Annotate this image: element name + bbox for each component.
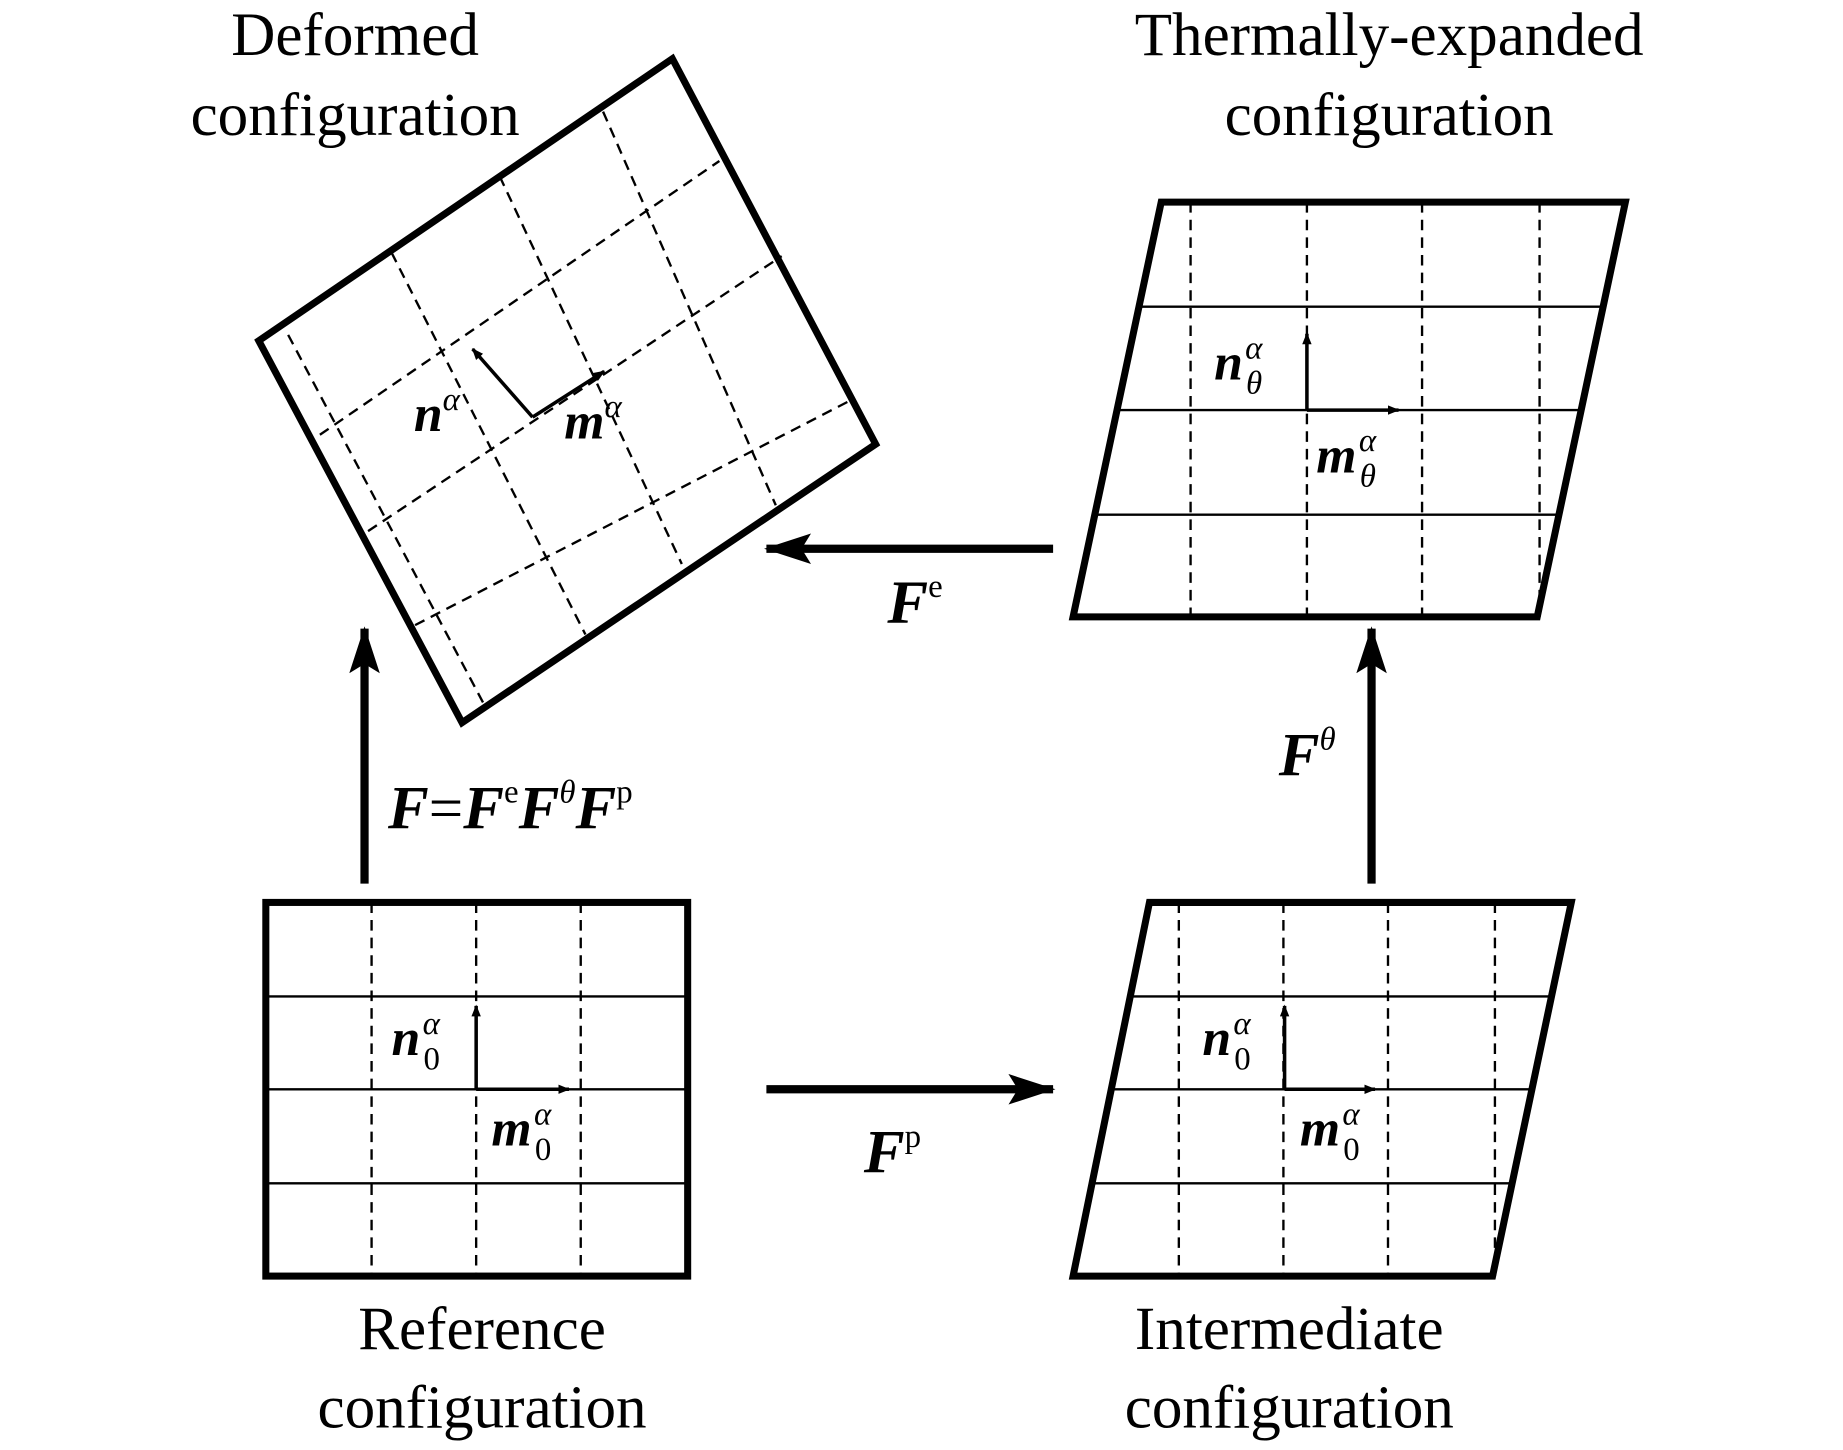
svg-text:Fp: Fp <box>863 1119 921 1187</box>
ftheta-label: F <box>1278 723 1320 790</box>
total-f-formula: F=FeFθFp <box>387 775 633 843</box>
reference-title-line1: Reference <box>358 1296 606 1363</box>
int-n-sup: α <box>1233 1006 1251 1042</box>
int-n-label: n <box>1202 1010 1231 1067</box>
m-alpha-vector <box>531 369 606 419</box>
m-alpha-label: m <box>564 393 604 450</box>
thermal-title-line2: configuration <box>1225 82 1554 149</box>
int-m-sup: α <box>1342 1097 1360 1133</box>
intermediate-title-line2: configuration <box>1125 1375 1454 1442</box>
fe-label: F <box>886 570 928 637</box>
ref-n-sub: 0 <box>423 1041 439 1077</box>
m-theta-label: m <box>1316 427 1356 484</box>
svg-text:mα0: mα0 <box>1300 1097 1361 1168</box>
deformed-outline <box>254 53 881 728</box>
m-alpha-sup: α <box>605 389 623 425</box>
ref-n-sup: α <box>423 1006 441 1042</box>
ref-m-label: m <box>491 1101 531 1158</box>
fp-sup: p <box>905 1119 921 1155</box>
n-alpha-sup: α <box>443 382 461 418</box>
svg-text:mα0: mα0 <box>491 1097 552 1168</box>
n-theta-sub: θ <box>1246 366 1262 402</box>
int-n-sub: 0 <box>1234 1041 1250 1077</box>
fp-label: F <box>863 1120 905 1187</box>
intermediate-outline <box>1068 898 1576 1280</box>
n-alpha-vector <box>471 347 534 419</box>
m-theta-sup: α <box>1359 423 1377 459</box>
n-alpha-label: n <box>414 386 443 443</box>
ref-n-label: n <box>392 1010 421 1067</box>
int-m-sub: 0 <box>1343 1132 1359 1168</box>
fe-sup: e <box>928 569 943 605</box>
deformed-grid <box>287 111 853 706</box>
svg-text:nα: nα <box>414 382 461 443</box>
int-m-label: m <box>1300 1101 1340 1158</box>
deformed-title-line2: configuration <box>191 82 520 149</box>
reference-outline <box>262 898 692 1280</box>
reference-title-line2: configuration <box>317 1375 646 1442</box>
svg-text:Fθ: Fθ <box>1278 722 1336 790</box>
ref-m-sup: α <box>534 1097 552 1133</box>
ftheta-sup: θ <box>1319 722 1335 758</box>
svg-text:nα0: nα0 <box>392 1006 441 1077</box>
svg-text:mα: mα <box>564 389 622 450</box>
m-theta-sub: θ <box>1360 458 1376 494</box>
n-theta-sup: α <box>1245 330 1263 366</box>
deformed-title-line1: Deformed <box>231 2 479 69</box>
svg-text:nα0: nα0 <box>1202 1006 1251 1077</box>
svg-text:Fe: Fe <box>886 569 942 637</box>
svg-text:mαθ: mαθ <box>1316 423 1377 494</box>
svg-text:nαθ: nαθ <box>1214 330 1263 401</box>
n-theta-label: n <box>1214 335 1243 392</box>
thermal-outline <box>1068 198 1630 621</box>
intermediate-title-line1: Intermediate <box>1135 1296 1444 1363</box>
thermal-title-line1: Thermally-expanded <box>1135 2 1644 69</box>
ref-m-sub: 0 <box>535 1132 551 1168</box>
deformed-configuration: Deformed configuration nα mα <box>191 2 881 728</box>
